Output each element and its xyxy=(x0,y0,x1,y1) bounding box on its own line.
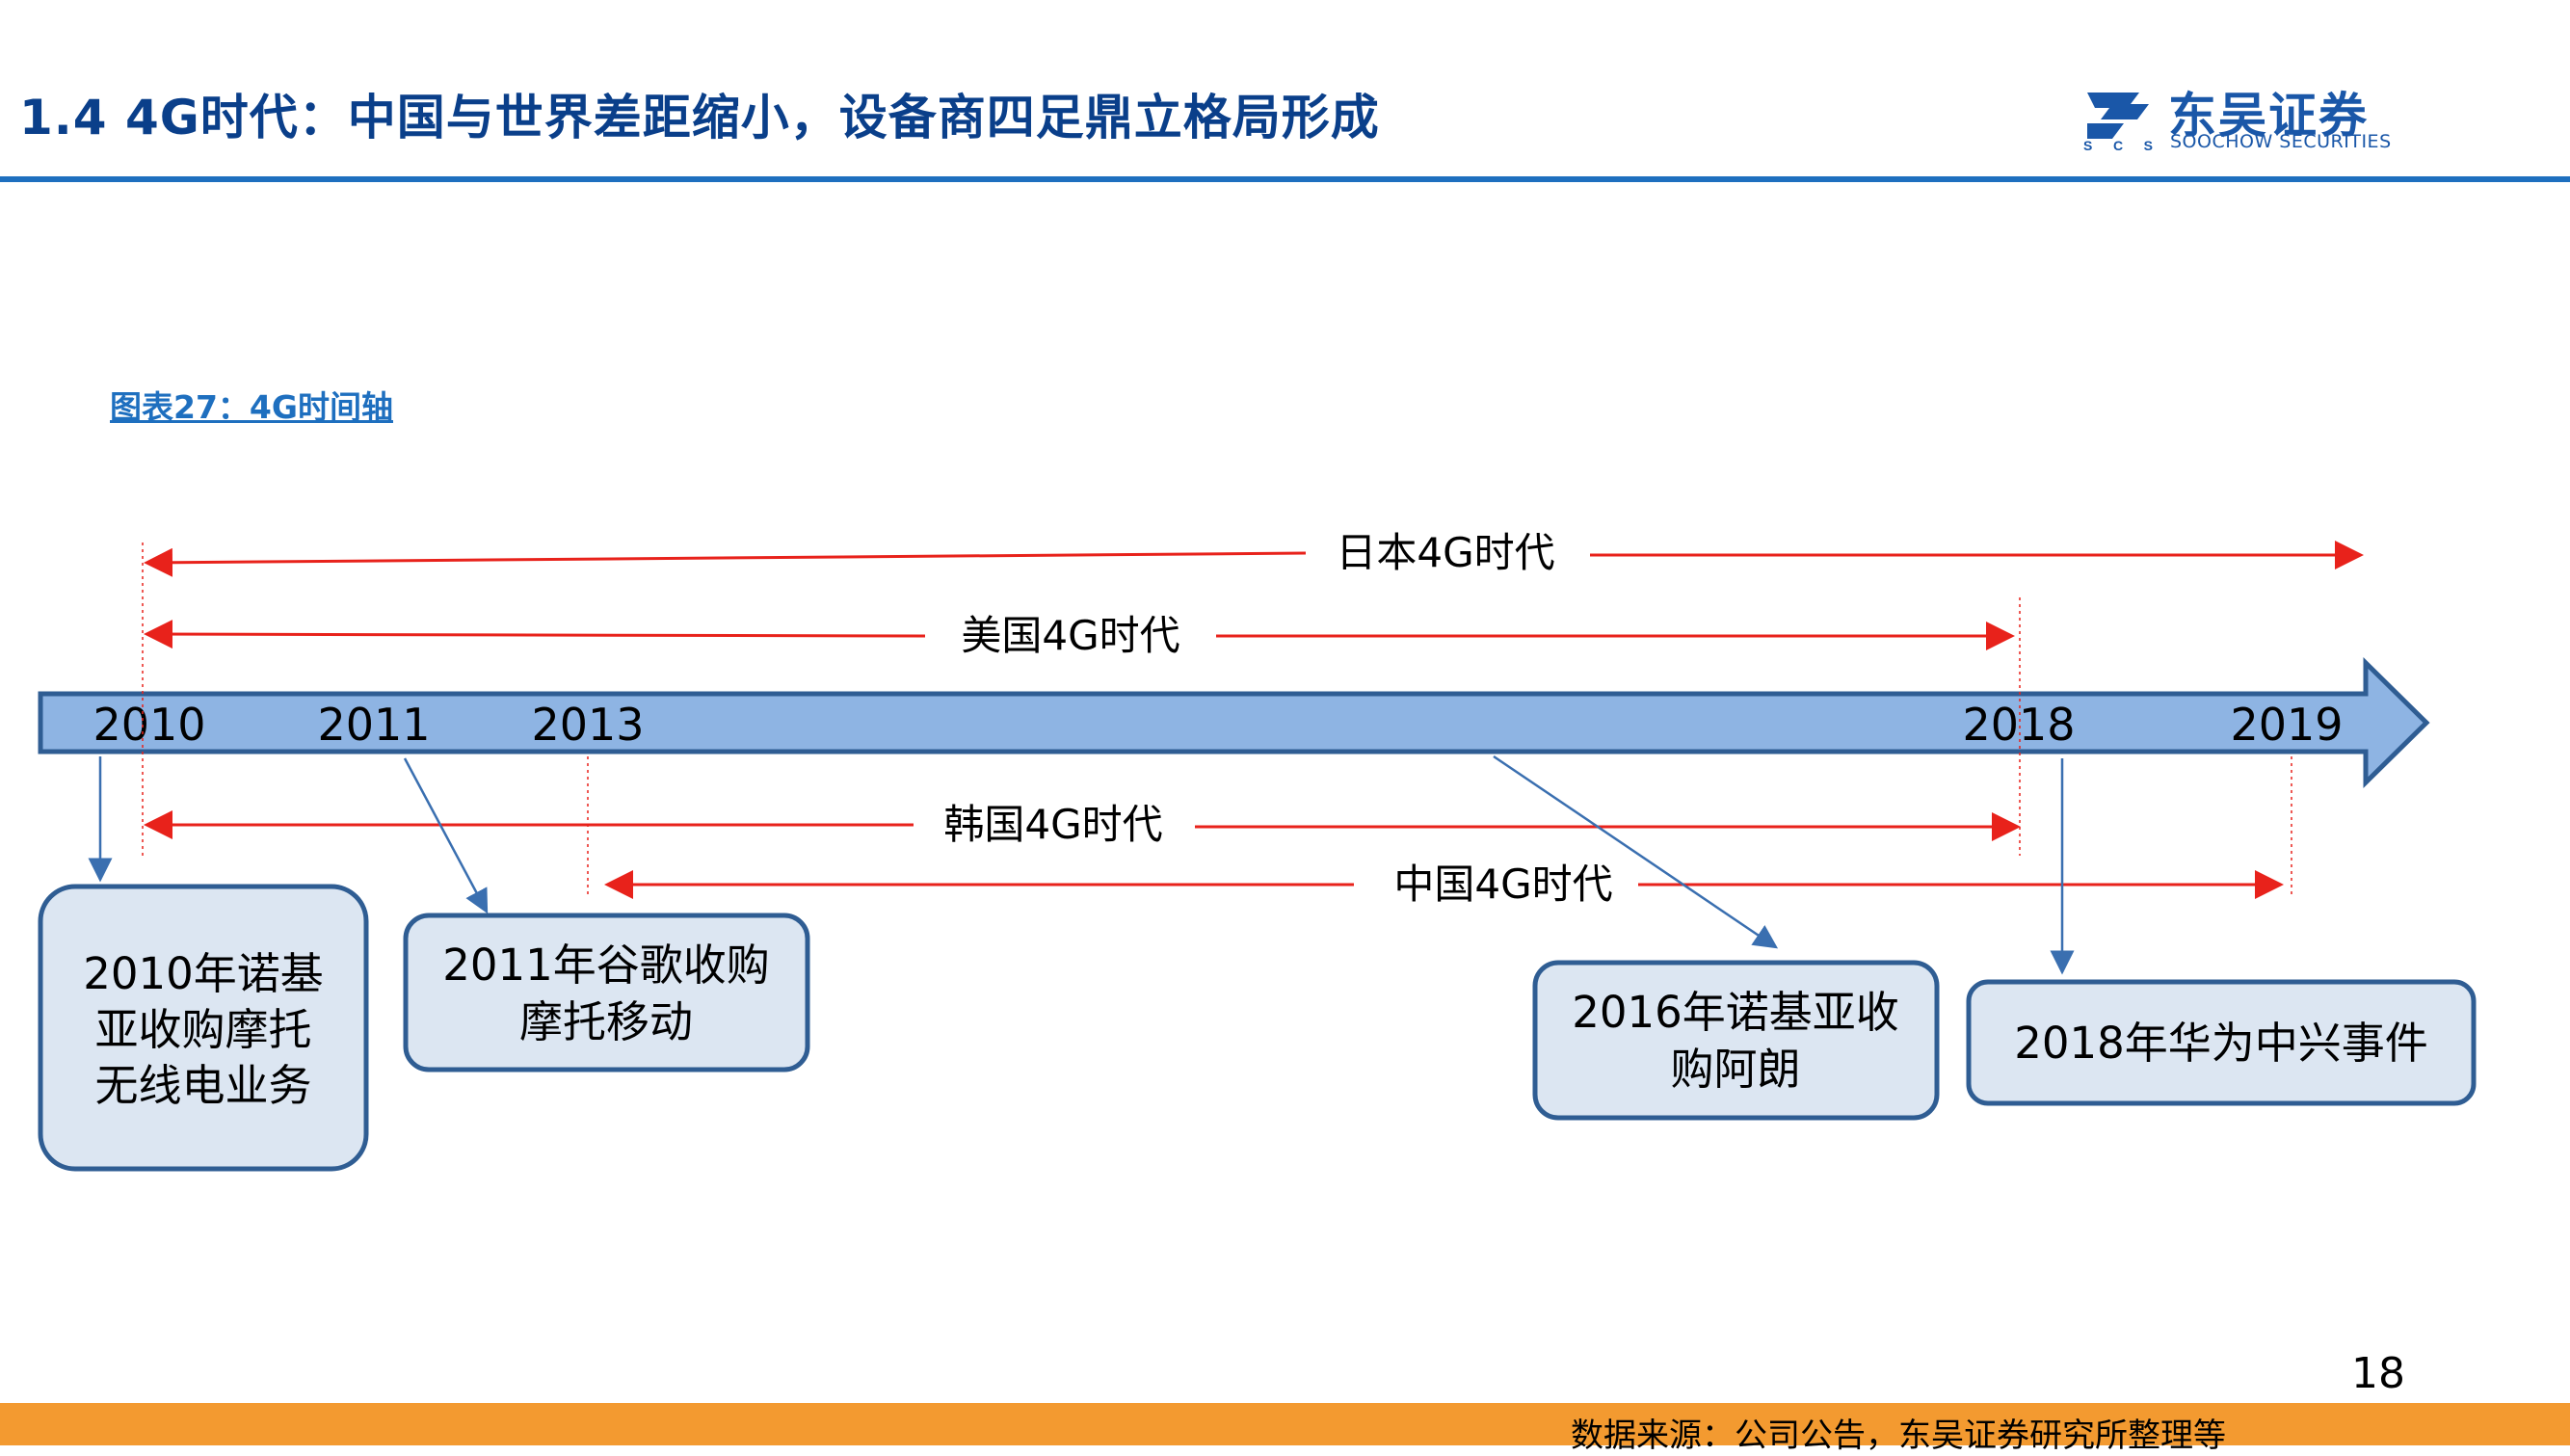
logo-english-name: SOOCHOW SECURITIES xyxy=(2170,131,2392,152)
event-2011-line-2: 摩托移动 xyxy=(519,996,693,1047)
brand-logo: SCS 东吴证券 SOOCHOW SECURITIES xyxy=(2081,83,2438,156)
era-usa-label: 美国4G时代 xyxy=(961,612,1179,659)
event-2016-line-1: 2016年诺基亚收 xyxy=(1572,987,1899,1038)
era-usa: 美国4G时代 xyxy=(144,612,2015,659)
page-number: 18 xyxy=(2351,1349,2405,1398)
era-china-label: 中国4G时代 xyxy=(1393,860,1612,908)
event-connectors xyxy=(88,754,2075,975)
page-title: 1.4 4G时代：中国与世界差距缩小，设备商四足鼎立格局形成 xyxy=(19,90,1380,146)
year-label-2018: 2018 xyxy=(1962,699,2075,751)
event-2011-line-1: 2011年谷歌收购 xyxy=(442,940,770,991)
header-divider xyxy=(0,176,2570,182)
event-2010-line-2: 亚收购摩托 xyxy=(94,1004,311,1055)
event-2018-line-1: 2018年华为中兴事件 xyxy=(2014,1018,2428,1069)
timeline-arrow xyxy=(38,657,2430,788)
logo-mark-icon: SCS xyxy=(2083,93,2153,152)
year-label-2010: 2010 xyxy=(93,699,205,751)
event-2016-line-2: 购阿朗 xyxy=(1670,1044,1800,1095)
footer-bar xyxy=(0,1403,2570,1445)
event-2010-line-1: 2010年诺基 xyxy=(83,948,324,999)
year-label-2011: 2011 xyxy=(317,699,430,751)
year-label-2019: 2019 xyxy=(2230,699,2343,751)
era-china: 中国4G时代 xyxy=(604,860,2284,908)
era-korea-label: 韩国4G时代 xyxy=(943,801,1162,848)
era-japan-left-arrow xyxy=(144,547,1307,577)
logo-chinese-name: 东吴证券 xyxy=(2168,88,2369,144)
event-box-2010: 2010年诺基 亚收购摩托 无线电业务 xyxy=(38,884,369,1172)
source-note: 数据来源：公司公告，东吴证券研究所整理等 xyxy=(1571,1416,2226,1455)
era-japan: 日本4G时代 xyxy=(144,529,2364,577)
event-2010-line-3: 无线电业务 xyxy=(94,1060,311,1111)
era-korea: 韩国4G时代 xyxy=(144,801,2021,848)
era-usa-left-arrow xyxy=(144,620,926,649)
era-japan-label: 日本4G时代 xyxy=(1336,529,1554,576)
event-box-2018: 2018年华为中兴事件 xyxy=(1966,979,2477,1106)
event-box-2016: 2016年诺基亚收 购阿朗 xyxy=(1532,960,1940,1121)
figure-caption: 图表27：4G时间轴 xyxy=(110,388,393,426)
connector-2016 xyxy=(1493,754,1779,949)
event-box-2011: 2011年谷歌收购 摩托移动 xyxy=(403,913,810,1072)
year-label-2013: 2013 xyxy=(531,699,644,751)
connector-2011 xyxy=(403,757,489,914)
